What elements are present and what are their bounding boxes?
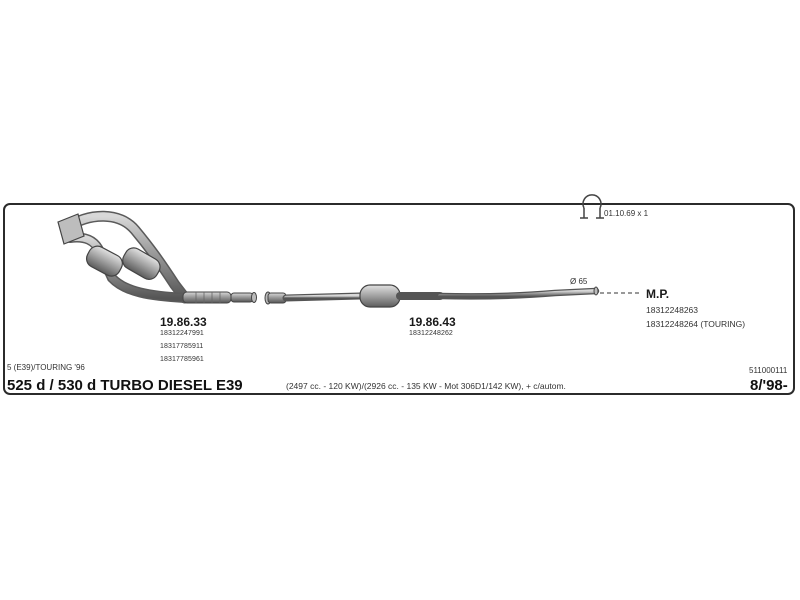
part-ref: 18312248262 [409,330,453,337]
middle-pipe-with-catalyst[interactable] [264,284,600,308]
part-code-1[interactable]: 19.86.33 [160,315,207,329]
model-line: 5 (E39)/TOURING '96 [7,363,85,372]
mounting-ref: 18312248263 [646,305,699,315]
date-range: 8/'98- [750,377,788,394]
diameter-label: Ø 65 [570,277,588,286]
part-ref: 18317785911 [160,343,204,350]
part-ref: 18317785961 [160,356,204,363]
part-ref: 18312247991 [160,330,204,337]
clamp-icon [580,194,604,219]
clamp-label: 01.10.69 x 1 [604,209,649,218]
mounting-ref: 18312248264 (TOURING) [646,319,746,329]
vehicle-title: 525 d / 530 d TURBO DIESEL E39 [7,377,243,394]
front-pipe-with-catalysts[interactable] [57,210,257,304]
catalog-number: 511000111 [749,366,788,375]
part-code-2[interactable]: 19.86.43 [409,315,456,329]
mounting-code[interactable]: M.P. [646,287,670,301]
engine-specs: (2497 cc. - 120 KW)/(2926 cc. - 135 KW -… [286,381,566,391]
